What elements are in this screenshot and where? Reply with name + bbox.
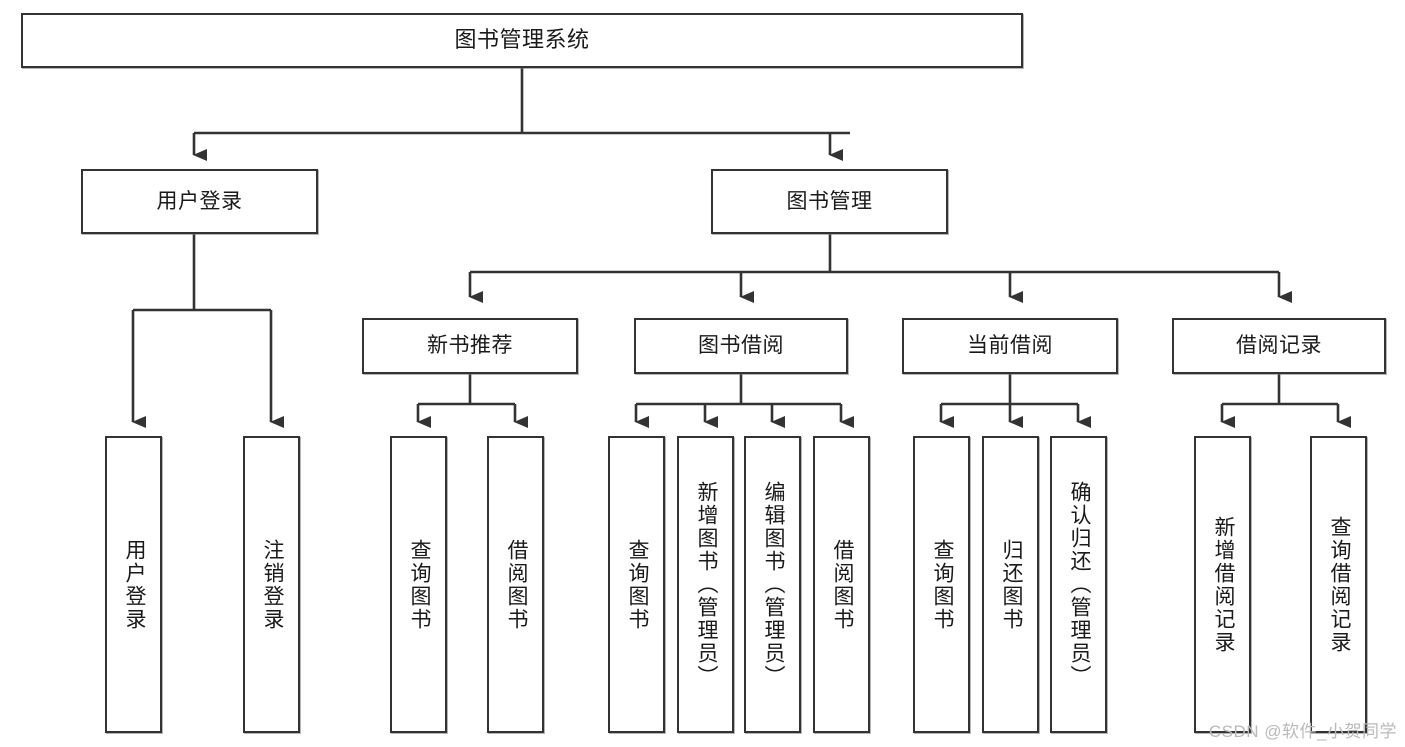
node-label: 图书管理系统 (454, 27, 590, 53)
node-label: 查询借阅记录 (1327, 515, 1351, 654)
node-label: 查询图书 (407, 538, 431, 631)
node-leaf-query-record[interactable]: 查询借阅记录 (1310, 436, 1367, 733)
node-label: 图书管理 (786, 189, 873, 213)
node-new-book-recommend[interactable]: 新书推荐 (362, 318, 578, 374)
node-label: 新增借阅记录 (1211, 515, 1235, 654)
node-leaf-confirm-return[interactable]: 确认归还（管理员） (1050, 436, 1107, 733)
node-current-borrow[interactable]: 当前借阅 (902, 318, 1118, 374)
node-leaf-borrow-book-2[interactable]: 借阅图书 (813, 436, 870, 733)
node-label: 注销登录 (260, 538, 284, 631)
node-label: 确认归还（管理员） (1067, 481, 1091, 688)
node-leaf-return-book[interactable]: 归还图书 (982, 436, 1039, 733)
node-book-borrow[interactable]: 图书借阅 (634, 318, 848, 374)
node-leaf-borrow-book-1[interactable]: 借阅图书 (487, 436, 544, 733)
node-leaf-edit-book[interactable]: 编辑图书（管理员） (744, 436, 801, 733)
node-label: 查询图书 (930, 538, 954, 631)
node-label: 用户登录 (122, 538, 146, 631)
node-leaf-add-book[interactable]: 新增图书（管理员） (677, 436, 734, 733)
node-label: 新增图书（管理员） (694, 481, 718, 688)
node-label: 查询图书 (625, 538, 649, 631)
node-label: 借阅记录 (1236, 334, 1322, 358)
node-leaf-logout-login[interactable]: 注销登录 (243, 436, 300, 733)
watermark-text: CSDN @软件_小贺同学 (1208, 722, 1397, 741)
node-label: 借阅图书 (830, 538, 854, 631)
node-leaf-add-record[interactable]: 新增借阅记录 (1194, 436, 1251, 733)
node-label: 编辑图书（管理员） (761, 481, 785, 688)
node-root-book-management-system[interactable]: 图书管理系统 (21, 13, 1023, 68)
node-user-login[interactable]: 用户登录 (81, 169, 318, 234)
node-label: 当前借阅 (967, 334, 1053, 358)
node-label: 归还图书 (999, 538, 1023, 631)
node-book-manage[interactable]: 图书管理 (711, 169, 948, 234)
node-label: 用户登录 (156, 189, 243, 213)
node-leaf-query-book-1[interactable]: 查询图书 (390, 436, 447, 733)
node-leaf-query-book-3[interactable]: 查询图书 (913, 436, 970, 733)
node-borrow-record[interactable]: 借阅记录 (1172, 318, 1386, 374)
node-leaf-user-login[interactable]: 用户登录 (105, 436, 162, 733)
node-label: 图书借阅 (698, 334, 784, 358)
node-label: 新书推荐 (427, 334, 513, 358)
node-leaf-query-book-2[interactable]: 查询图书 (608, 436, 665, 733)
node-label: 借阅图书 (504, 538, 528, 631)
